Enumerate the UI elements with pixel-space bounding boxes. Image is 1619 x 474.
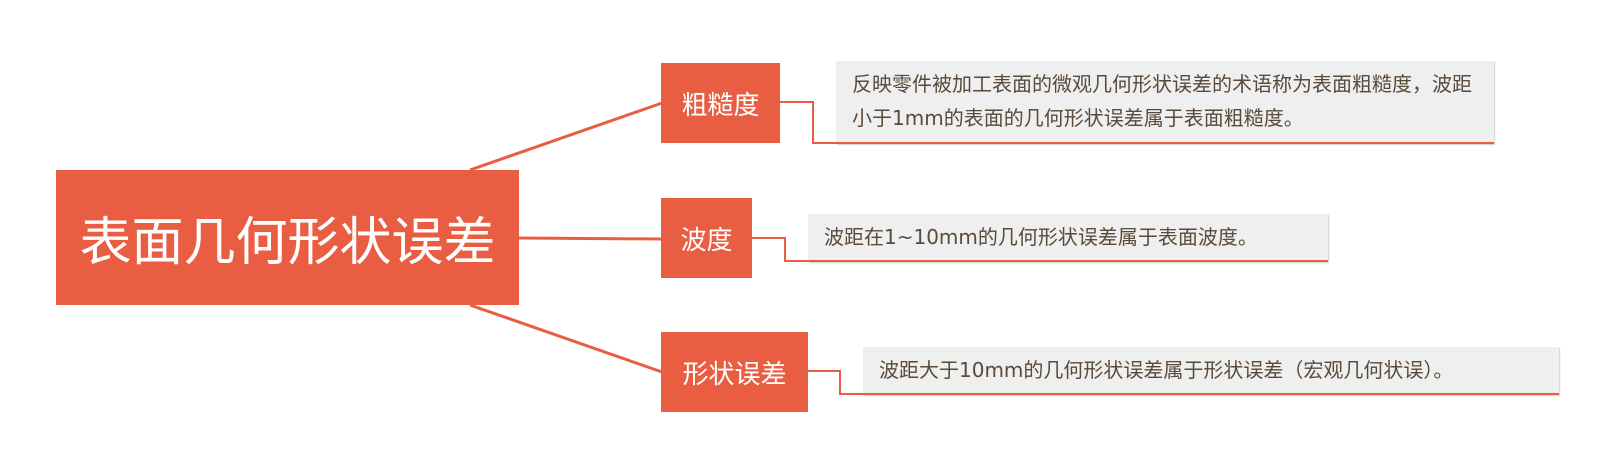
- branch-node-roughness[interactable]: 粗糙度: [661, 63, 780, 143]
- root-node[interactable]: 表面几何形状误差: [56, 170, 519, 305]
- description-roughness[interactable]: 反映零件被加工表面的微观几何形状误差的术语称为表面粗糙度，波距小于1mm的表面的…: [836, 61, 1494, 144]
- branch-node-waviness[interactable]: 波度: [661, 198, 752, 278]
- description-form-error[interactable]: 波距大于10mm的几何形状误差属于形状误差（宏观几何状误）。: [863, 347, 1559, 395]
- description-text: 波距大于10mm的几何形状误差属于形状误差（宏观几何状误）。: [879, 358, 1454, 382]
- description-waviness[interactable]: 波距在1~10mm的几何形状误差属于表面波度。: [808, 214, 1328, 262]
- branch-label: 波度: [680, 225, 733, 256]
- branch-node-form-error[interactable]: 形状误差: [661, 332, 808, 412]
- root-label: 表面几何形状误差: [79, 213, 496, 273]
- description-text: 反映零件被加工表面的微观几何形状误差的术语称为表面粗糙度，波距小于1mm的表面的…: [852, 72, 1472, 130]
- description-text: 波距在1~10mm的几何形状误差属于表面波度。: [824, 225, 1258, 249]
- branch-label: 形状误差: [682, 359, 787, 390]
- branch-label: 粗糙度: [681, 90, 760, 121]
